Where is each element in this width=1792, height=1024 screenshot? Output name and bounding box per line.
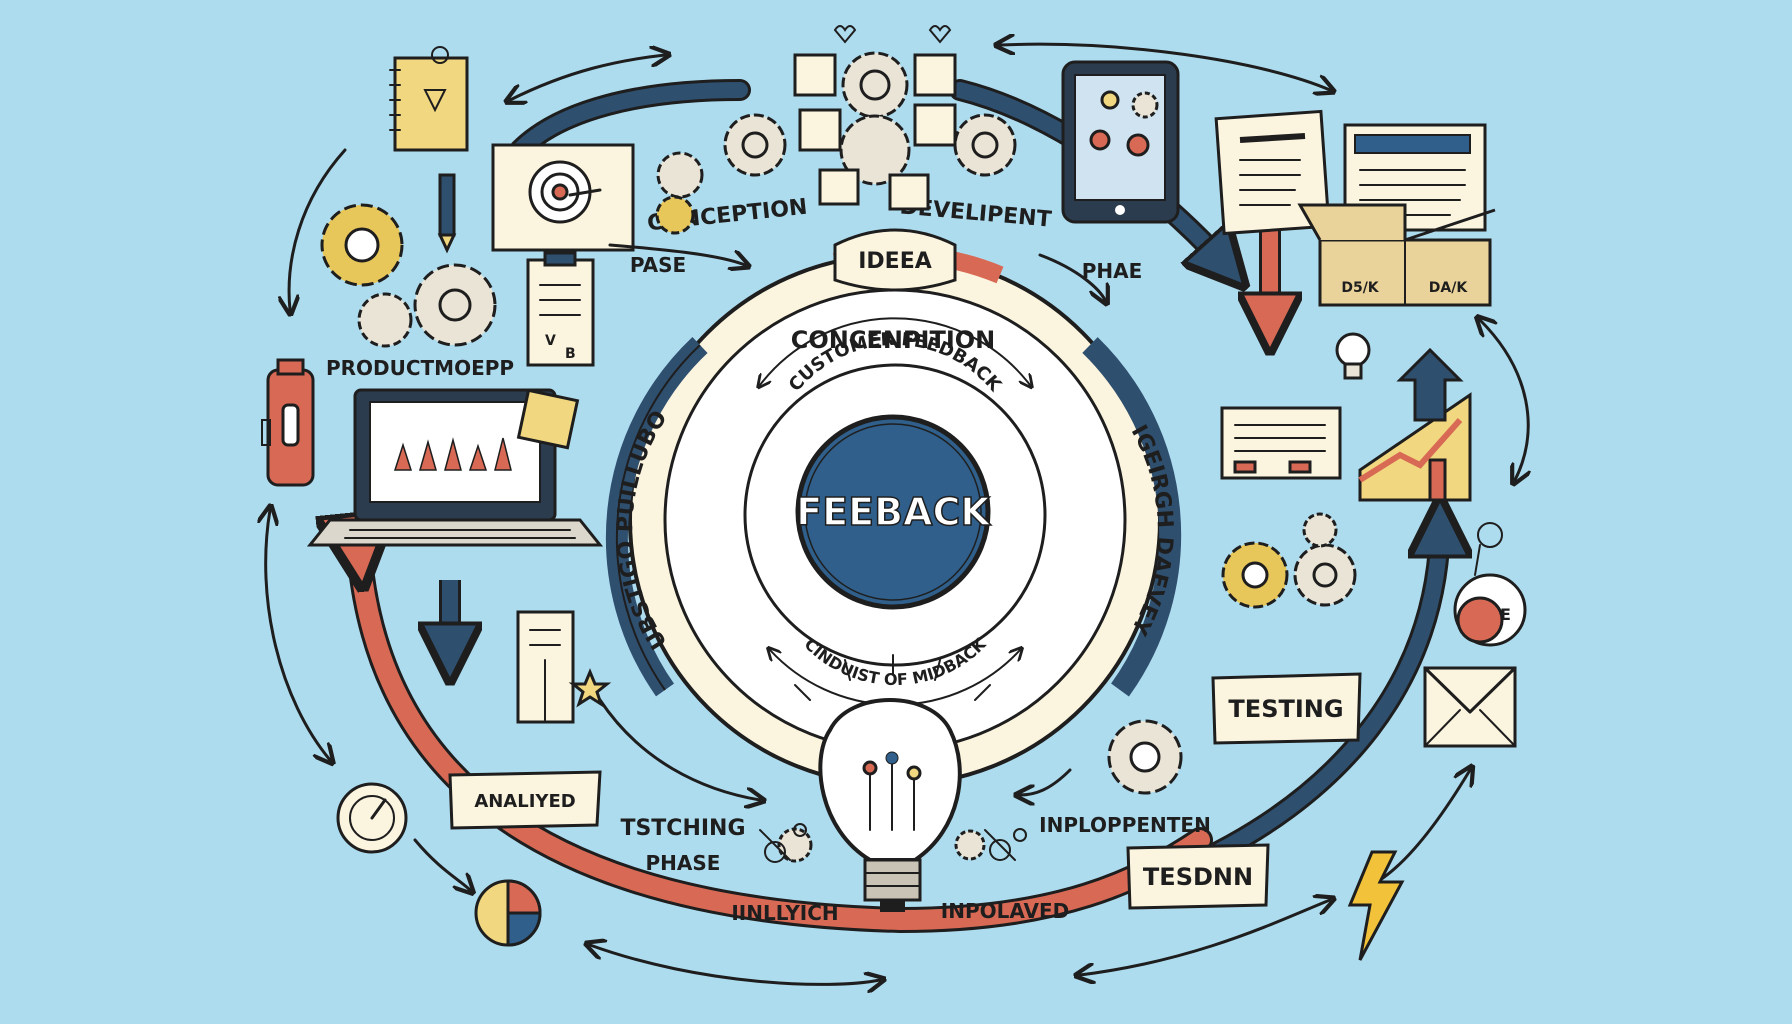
box-icon [1297,203,1496,307]
ring-label-conception: CONCENPITION [791,326,996,354]
outer-red-arrow [360,560,1213,934]
inner-arrows [598,243,1105,800]
banner-tesdnn-text: TESDNN [1143,863,1253,891]
banner-testing [1211,672,1362,745]
label-pase: PASE [630,253,686,277]
small-bulb-icon [1335,332,1371,380]
label-inpolaved: INPOLAVED [941,899,1069,923]
gauge-icon [336,782,408,854]
label-phase: PHASE [646,851,721,875]
gear-icon [723,25,1017,211]
ring-label-idea: IDEEA [858,249,932,274]
notebook-icon [389,46,469,152]
outer-navy-arrow [1169,520,1440,881]
chart-icon [1358,347,1472,502]
lightning-icon [1347,850,1405,961]
sign-icon [1453,522,1527,647]
dashboard-icon [1220,406,1342,480]
label-productmoepp: PRODUCTMOEPP [326,356,514,380]
pencil-icon [437,173,457,254]
banner-testing-text: TESTING [1228,695,1343,723]
label-inplopenten: INPLOPPENTEN [1039,813,1211,837]
label-iinllyich: IINLLYICH [731,901,838,925]
clipboard-v: V [545,333,556,349]
clipboard-icon [526,251,595,367]
label-phae: PHAE [1082,259,1143,283]
banner-tesdnn [1126,843,1270,910]
feedback-center [795,414,991,610]
lightbulb-icon [794,654,991,912]
gear-right-icon [777,512,1357,863]
gear-left-icon [320,151,704,348]
banner-analiyed-text: ANALIYED [474,791,575,812]
idea-badge [833,228,957,292]
clipboard-b: B [565,346,576,362]
box-label-right: DA/K [1429,280,1469,296]
device-icon [516,610,612,724]
laptop-icon [306,388,604,547]
target-board-icon [491,143,635,252]
center-title: FEEBACK [796,490,991,534]
edge-arrows [266,44,1528,984]
molecule-icon [759,823,1027,863]
sign-e: E [1500,605,1511,624]
pie-chart-icon [474,879,542,947]
thermos-icon [261,358,315,487]
tablet-icon [1061,60,1180,224]
label-tstching: TSTCHING [620,816,745,841]
banner-analiyed [448,770,602,830]
envelope-icon [1423,666,1517,748]
box-label-left: D5/K [1341,280,1379,296]
